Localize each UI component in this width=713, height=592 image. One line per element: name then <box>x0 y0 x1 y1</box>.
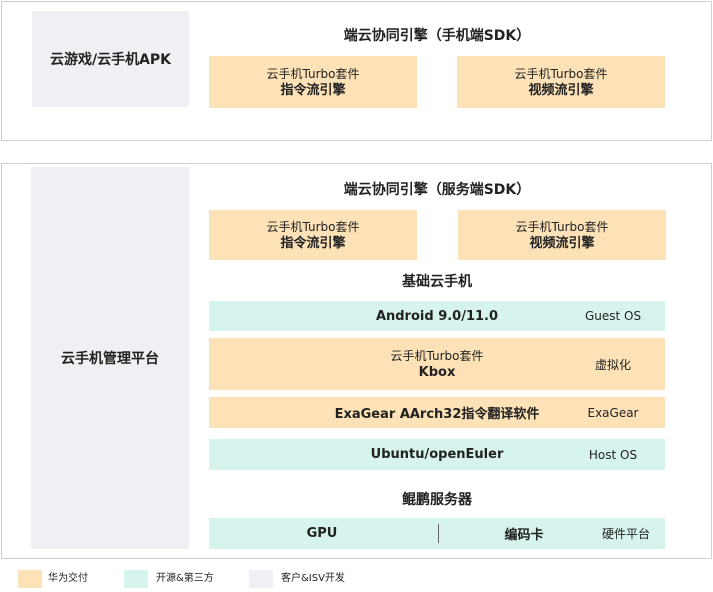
layer-main-label: Android 9.0/11.0 <box>375 308 499 324</box>
layer-guest-os: Android 9.0/11.0 Guest OS <box>209 301 665 331</box>
layer-side-label: Host OS <box>588 447 638 462</box>
layer-exagear: ExaGear AArch32指令翻译软件 ExaGear <box>209 397 665 428</box>
engine-name: 指令流引擎 <box>280 235 346 251</box>
client-sdk-title: 端云协同引擎（手机端SDK） <box>343 28 531 44</box>
engine-suite-label: 云手机Turbo套件 <box>514 66 608 81</box>
layer-main-label: Ubuntu/openEuler <box>370 447 504 462</box>
kbox-suite-label: 云手机Turbo套件 <box>390 348 484 363</box>
kbox-name: Kbox <box>418 364 456 380</box>
layer-side-label: Guest OS <box>584 309 642 323</box>
hardware-divider <box>438 524 439 543</box>
management-platform-label: 云手机管理平台 <box>61 351 159 367</box>
engine-name: 视频流引擎 <box>529 235 595 251</box>
base-cloud-phone-title: 基础云手机 <box>402 274 472 290</box>
engine-suite-label: 云手机Turbo套件 <box>515 219 609 234</box>
layer-main-label: ExaGear AArch32指令翻译软件 <box>334 407 540 422</box>
layer-virtualization: 云手机Turbo套件 Kbox 虚拟化 <box>209 338 665 390</box>
legend-swatch-opensource <box>124 570 148 588</box>
legend: 华为交付 开源&第三方 客户&ISV开发 <box>18 570 378 588</box>
engine-suite-label: 云手机Turbo套件 <box>266 219 360 234</box>
encoder-card-label: 编码卡 <box>504 528 544 543</box>
legend-label-opensource: 开源&第三方 <box>156 573 214 584</box>
layer-side-label: 硬件平台 <box>601 527 650 541</box>
client-app-label: 云游戏/云手机APK <box>49 52 172 68</box>
layer-side-label: 虚拟化 <box>594 357 631 372</box>
layer-main-label: 云手机Turbo套件 Kbox <box>209 338 665 390</box>
server-video-engine: 云手机Turbo套件 视频流引擎 <box>458 210 666 260</box>
engine-suite-label: 云手机Turbo套件 <box>266 66 360 81</box>
client-app-box: 云游戏/云手机APK <box>32 11 189 107</box>
server-instruction-engine: 云手机Turbo套件 指令流引擎 <box>209 210 417 260</box>
client-video-engine: 云手机Turbo套件 视频流引擎 <box>457 56 665 108</box>
layer-hardware: GPU 编码卡 硬件平台 <box>209 518 665 549</box>
layer-host-os: Ubuntu/openEuler Host OS <box>209 439 665 470</box>
engine-name: 指令流引擎 <box>280 82 346 98</box>
engine-name: 视频流引擎 <box>528 82 594 98</box>
server-sdk-title: 端云协同引擎（服务端SDK） <box>343 182 531 198</box>
legend-swatch-customer <box>249 570 273 588</box>
legend-label-huawei: 华为交付 <box>48 573 88 584</box>
legend-swatch-huawei <box>18 570 42 588</box>
kunpeng-server-title: 鲲鹏服务器 <box>402 492 472 508</box>
legend-label-customer: 客户&ISV开发 <box>281 573 345 584</box>
layer-side-label: ExaGear <box>587 405 639 420</box>
management-platform-box: 云手机管理平台 <box>31 167 189 549</box>
client-instruction-engine: 云手机Turbo套件 指令流引擎 <box>209 56 417 108</box>
gpu-label: GPU <box>306 526 338 541</box>
